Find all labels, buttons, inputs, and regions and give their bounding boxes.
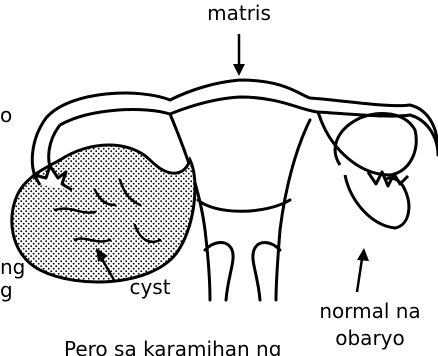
cropped-text-bottom: Pero sa karamihan ng xyxy=(64,337,281,356)
cropped-text-left-mid1: ng xyxy=(0,255,25,279)
normal-ovary-arrow xyxy=(357,248,369,292)
normal-ovary-label-line2: obaryo xyxy=(335,326,404,350)
normal-ovary-label-line1: normal na xyxy=(319,299,420,323)
cervix xyxy=(205,243,280,301)
cyst-label: cyst xyxy=(129,275,170,299)
cropped-text-left-top: o xyxy=(0,103,12,127)
cropped-text-left-mid2: g xyxy=(0,278,13,302)
uterus-arrow xyxy=(233,34,245,76)
right-tube xyxy=(318,112,416,175)
uterus-label: matris xyxy=(207,1,271,25)
